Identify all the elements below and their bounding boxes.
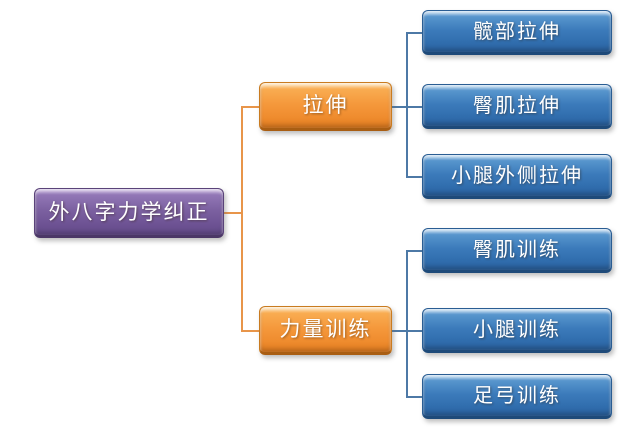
node-hip-stretch-label: 髋部拉伸 [473,20,561,43]
connector-glute-training-stub [406,250,422,252]
node-calf-training: 小腿训练 [422,308,612,353]
connector-root-horizontal [224,212,242,214]
node-calf-outer-stretch: 小腿外侧拉伸 [422,154,612,199]
node-stretch-branch-label: 拉伸 [302,93,349,117]
connector-stretch-stub [241,106,259,108]
connector-calf-outer-stretch-stub [406,176,422,178]
node-foot-arch-training: 足弓训练 [422,374,612,419]
node-foot-arch-training-label: 足弓训练 [473,384,561,407]
connector-hip-stretch-stub [406,32,422,34]
node-glute-stretch-label: 臀肌拉伸 [473,94,561,117]
connector-branch-trunk [241,106,243,332]
connector-stretch-trunk [406,32,408,178]
node-strength-training-branch: 力量训练 [259,306,392,355]
node-root-label: 外八字力学纠正 [48,199,210,224]
node-root: 外八字力学纠正 [34,188,224,238]
connector-strength-trunk [406,250,408,398]
node-glute-training-label: 臀肌训练 [473,238,561,261]
node-glute-training: 臀肌训练 [422,228,612,273]
node-stretch-branch: 拉伸 [259,82,392,131]
connector-foot-arch-training-stub [406,396,422,398]
node-glute-stretch: 臀肌拉伸 [422,84,612,129]
node-strength-training-branch-label: 力量训练 [279,317,372,341]
node-calf-outer-stretch-label: 小腿外侧拉伸 [451,164,583,187]
node-calf-training-label: 小腿训练 [473,318,561,341]
connector-strength-stub [241,330,259,332]
node-hip-stretch: 髋部拉伸 [422,10,612,55]
